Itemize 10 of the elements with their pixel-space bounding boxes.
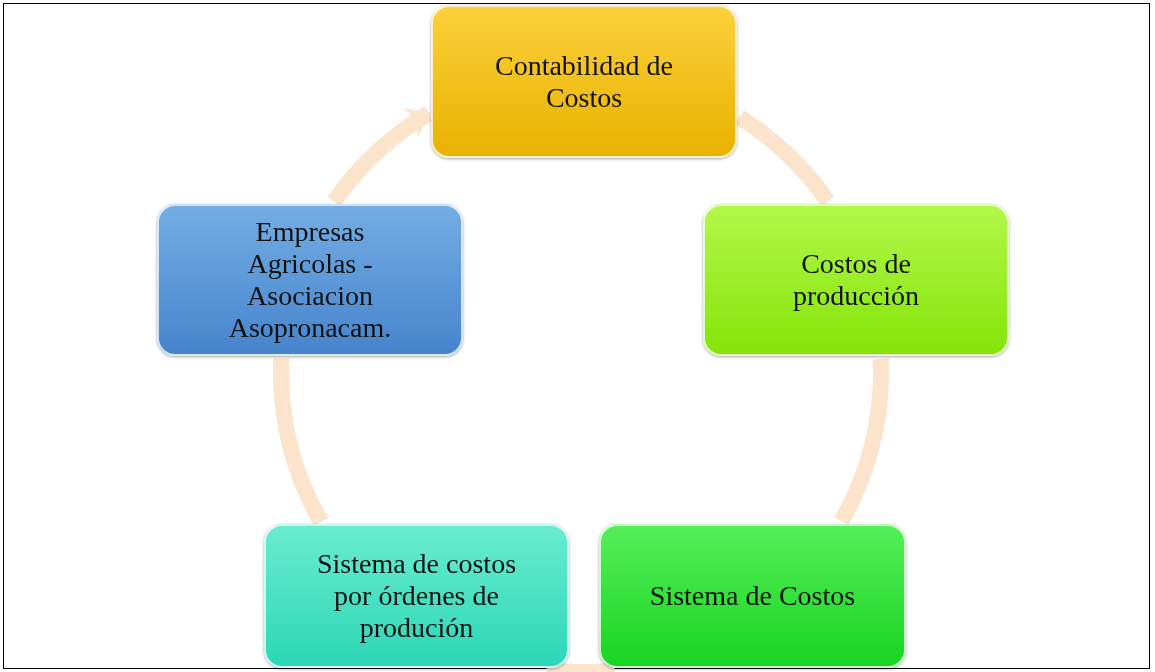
process-box [599, 524, 906, 668]
box-label: Contabilidad de Costos [493, 49, 675, 114]
box-label: Sistema de Costos [648, 580, 857, 612]
process-box [431, 5, 737, 158]
box-label: Empresas Agricolas - Asociacion Asopronacam. [227, 216, 393, 344]
box-label: Sistema de costos por órdenes de produción [315, 548, 518, 644]
process-box [157, 204, 463, 356]
process-box [703, 204, 1009, 356]
process-box [264, 524, 569, 668]
box-label: Costos de producción [792, 248, 920, 312]
